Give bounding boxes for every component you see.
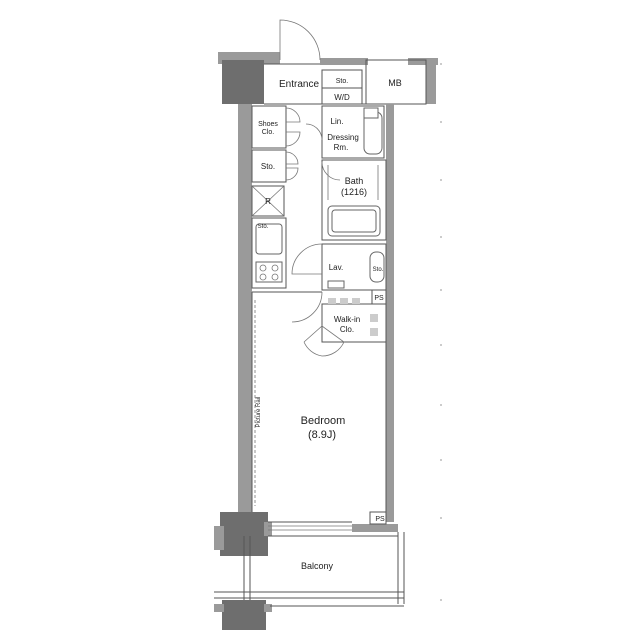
edge-ticks [440,63,442,601]
label-walkin-clo: Clo. [340,325,354,334]
balcony-structure [214,532,405,607]
label-sto-left: Sto. [261,162,275,171]
partitions [251,63,387,531]
label-ps-top: PS [374,295,384,302]
room-labels: Entrance MB Sto. W/D Lin. Dressing Rm. S… [256,78,402,571]
label-bath: Bath [345,176,364,186]
label-balcony: Balcony [301,561,334,571]
label-dressing: Dressing [327,133,359,142]
label-dressing-rm: Rm. [334,143,349,152]
label-fridge: R [265,197,271,206]
label-picture-rail: Picture Rail [256,397,262,428]
label-bedroom: Bedroom [301,415,346,427]
label-mb: MB [388,78,402,88]
label-sto-kitchen: Sto. [258,224,269,230]
label-wd: W/D [334,93,350,102]
label-bath-size: (1216) [341,187,367,197]
label-shoes: Shoes [258,121,278,128]
label-shoes-clo: Clo. [262,129,275,136]
label-walkin: Walk-in [334,315,360,324]
walls [214,52,438,630]
label-bedroom-size: (8.9J) [308,429,336,441]
label-entrance: Entrance [279,79,319,90]
label-sto-lav: Sto. [373,267,384,273]
label-lin: Lin. [331,117,344,126]
label-lav: Lav. [329,263,344,272]
label-ps-bottom: PS [375,516,385,523]
label-sto-top: Sto. [336,78,349,85]
doors [279,19,345,357]
